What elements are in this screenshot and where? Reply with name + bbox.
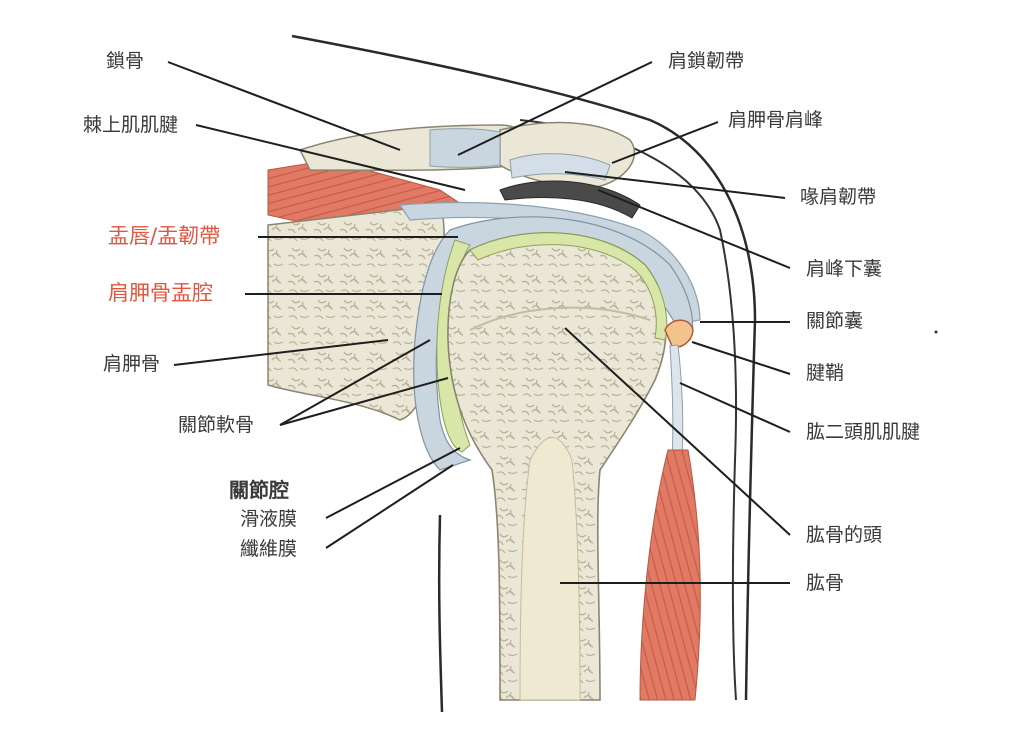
skin-outline [291, 34, 757, 701]
label-subacromial-bursa: 肩峰下囊 [806, 258, 883, 280]
arm-outline [437, 514, 444, 713]
leader-bursa [597, 189, 791, 269]
humeral-cartilage [469, 232, 668, 341]
label-clavicle: 鎖骨 [106, 50, 145, 72]
leader-acromion [611, 121, 719, 164]
biceps-tendon [669, 344, 684, 461]
leader-clavicle [167, 61, 401, 151]
subacromial-bursa [499, 180, 641, 219]
tendon-sheath [664, 319, 694, 348]
leader-humeral-head [564, 327, 791, 536]
label-glenoid: 肩胛骨盂腔 [108, 281, 213, 305]
biceps-muscle [639, 449, 701, 701]
leader-articular-cartilage-b [279, 377, 449, 426]
epiphyseal-line [469, 306, 651, 331]
leader-coracoacromial [564, 171, 786, 199]
leader-ac-ligament [457, 61, 653, 156]
leader-lines [167, 61, 791, 584]
label-synovial-membrane: 滑液膜 [240, 508, 298, 530]
label-acromion: 肩胛骨肩峰 [728, 109, 824, 131]
label-tendon-sheath: 腱鞘 [806, 362, 845, 384]
label-humerus: 肱骨 [806, 572, 845, 594]
leader-supraspinatus-tendon [195, 124, 466, 191]
label-ac-ligament: 肩鎖韌帶 [668, 50, 745, 72]
label-scapula: 肩胛骨 [103, 353, 161, 375]
leader-biceps [679, 382, 791, 433]
label-humeral-head: 肱骨的頭 [806, 524, 883, 546]
deltoid-outline [519, 119, 738, 701]
label-biceps-tendon: 肱二頭肌肌腱 [806, 421, 921, 443]
label-labrum: 盂唇/盂韌帶 [108, 224, 221, 248]
label-coracoacromial-ligament: 喙肩韌帶 [800, 186, 877, 208]
leader-synovial [325, 447, 461, 519]
label-supraspinatus-tendon: 棘上肌肌腱 [83, 114, 179, 136]
label-articular-cartilage: 關節軟骨 [178, 414, 255, 436]
medullary-cavity [519, 437, 581, 701]
leader-scapula [173, 339, 389, 366]
leader-fibrous [325, 464, 454, 549]
ac-ligament [429, 128, 501, 168]
label-joint-capsule: 關節囊 [806, 310, 864, 332]
leader-sheath [691, 341, 791, 375]
label-fibrous-membrane: 纖維膜 [240, 538, 298, 560]
leader-articular-cartilage-a [279, 339, 431, 426]
stray-dot [934, 330, 938, 334]
label-joint-cavity: 關節腔 [229, 478, 289, 502]
